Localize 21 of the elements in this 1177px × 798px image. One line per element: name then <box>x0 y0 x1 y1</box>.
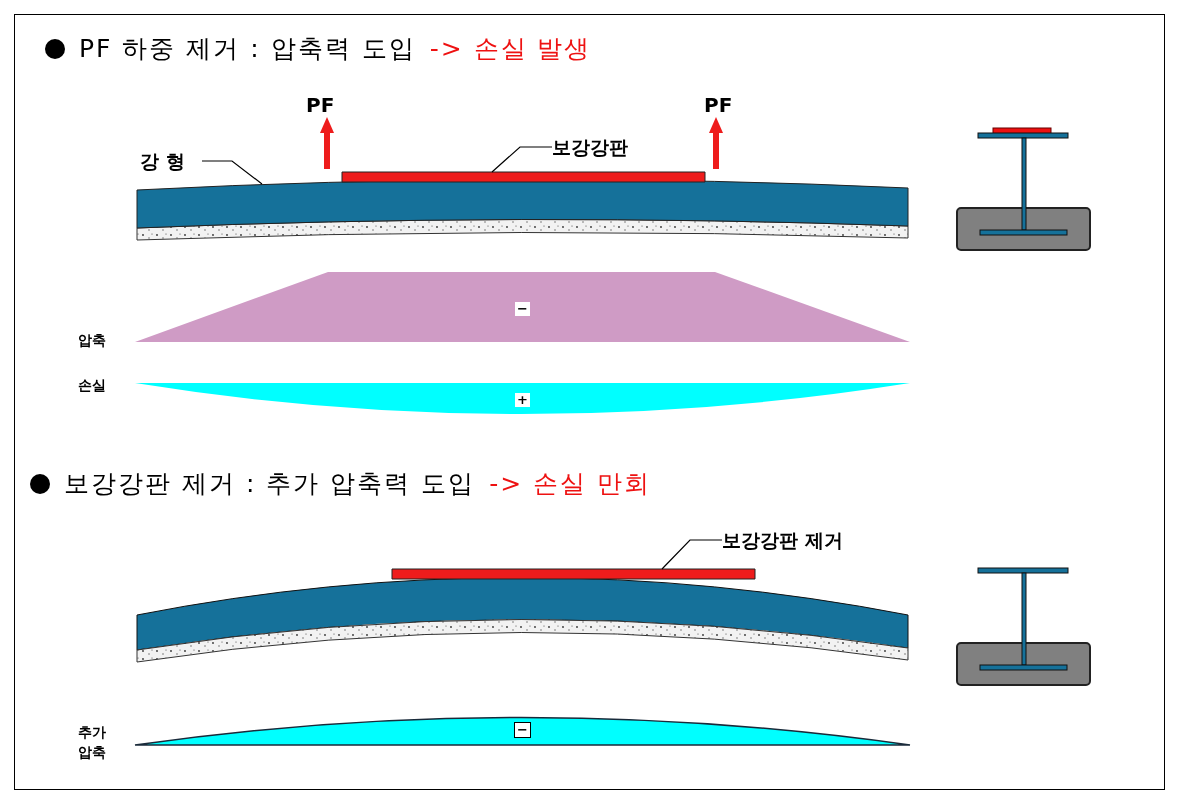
sign-label: + <box>515 393 530 407</box>
part-label: 보강강판 제거 <box>722 527 882 553</box>
diagram-label: 추가 압축 <box>78 723 107 762</box>
force-label: PF <box>306 92 335 119</box>
leader-line <box>491 146 553 173</box>
reinforcing-plate <box>341 171 706 183</box>
heading-result: -> 손실 만회 <box>489 468 652 500</box>
sign-label: − <box>515 302 530 316</box>
force-label: PF <box>704 92 733 119</box>
part-label: 보강강판 <box>552 134 636 160</box>
diagram-label: 압축 <box>78 331 106 350</box>
steel-girder <box>136 179 909 229</box>
heading-text: PF 하중 제거 : 압축력 도입 <box>79 33 416 65</box>
leader-line <box>661 539 723 570</box>
diagram-label: 손실 <box>78 376 106 395</box>
leader-line <box>201 160 263 185</box>
heading-result: -> 손실 발생 <box>429 33 592 65</box>
sign-label: − <box>514 722 531 738</box>
reinforcing-plate <box>391 568 756 580</box>
heading-text: 보강강판 제거 : 추가 압축력 도입 <box>64 468 476 500</box>
part-label: 강 형 <box>140 148 202 174</box>
